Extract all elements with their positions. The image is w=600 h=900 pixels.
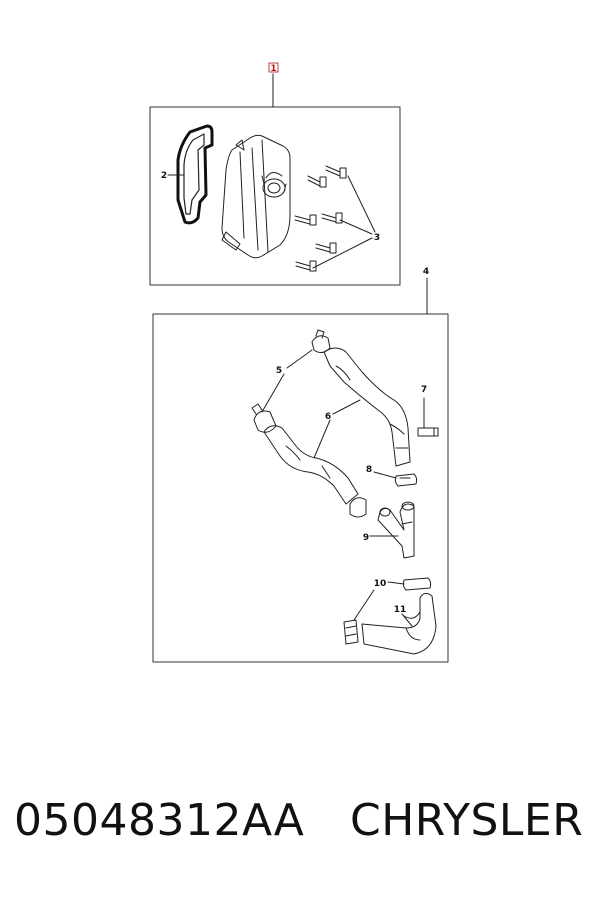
bolt-set [294, 165, 347, 272]
callout-10: 10 [374, 579, 387, 589]
part-number-row: 05048312AA CHRYSLER [0, 795, 600, 875]
leader-8 [373, 471, 397, 479]
elbow-hose [361, 592, 437, 655]
leader-10 [353, 581, 405, 621]
y-fitting [377, 501, 415, 559]
oil-cooler-gasket [176, 124, 214, 225]
fitting-clamp [349, 497, 367, 518]
parts-diagram: 1 2 3 4 5 6 7 8 9 10 11 [149, 62, 449, 663]
upper-assembly-frame [149, 106, 401, 286]
part-number: 05048312AA [14, 795, 305, 846]
lower-assembly-frame [152, 313, 449, 663]
callout-1: 1 [270, 64, 276, 74]
callout-6: 6 [325, 412, 331, 422]
oil-cooler [221, 134, 291, 259]
callout-1-box [268, 62, 279, 73]
hose-clip [394, 473, 418, 487]
callout-4: 4 [423, 267, 429, 277]
leader-3 [312, 175, 376, 269]
coolant-hose-upper [323, 347, 411, 467]
hose-clamp-upper [311, 329, 331, 354]
retaining-clip-lower [343, 619, 359, 645]
callout-9: 9 [363, 533, 369, 543]
callout-3: 3 [374, 233, 380, 243]
retaining-clip [402, 577, 432, 591]
mounting-bolt [417, 397, 439, 437]
leader-11 [401, 613, 413, 627]
callout-8: 8 [366, 465, 372, 475]
leader-5 [261, 349, 313, 413]
leader-6 [313, 399, 361, 459]
brand-name: CHRYSLER [350, 795, 584, 846]
callout-2: 2 [161, 171, 167, 181]
callout-7: 7 [421, 385, 427, 395]
callout-5: 5 [276, 366, 282, 376]
coolant-hose-lower [263, 425, 359, 505]
callout-11: 11 [394, 605, 407, 615]
